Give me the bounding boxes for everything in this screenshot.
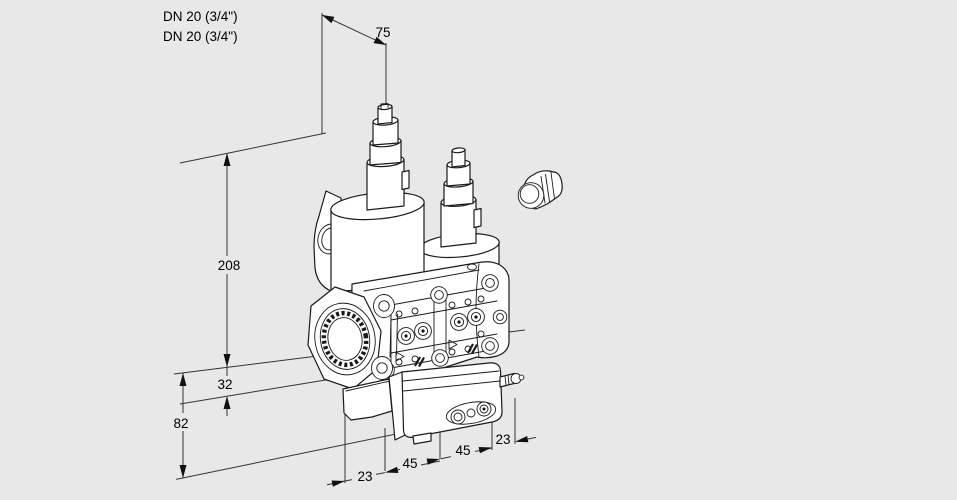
dim-23-right-group: 23 (495, 432, 537, 447)
dim-45-left-group: 45 (385, 456, 441, 473)
inlet-flange (307, 286, 398, 390)
pressure-switch-unit (388, 362, 525, 445)
flow-arrow-mark-left (395, 351, 405, 362)
dim-23-right-label: 23 (495, 432, 510, 447)
dim-45-right-group: 45 (440, 443, 493, 460)
dim-45-left-label: 45 (402, 456, 417, 471)
test-nipple (499, 372, 525, 388)
label-mark-right (467, 343, 478, 355)
valve-body (350, 261, 510, 391)
solenoid-coil-left (330, 103, 425, 293)
dim-23-left-label: 23 (357, 469, 372, 484)
dim-32-label: 32 (217, 377, 232, 392)
flow-arrow-mark-right (448, 339, 458, 350)
dim-208-group: 208 (218, 153, 241, 367)
dim-45-right-label: 45 (455, 443, 470, 458)
indicator-recess (445, 401, 497, 425)
cable-gland (517, 170, 563, 210)
dim-208-label: 208 (218, 258, 241, 273)
thread-hatching (321, 310, 369, 368)
dimension-lines-layer: 75 208 32 82 (163, 9, 537, 487)
dim-75-label: 75 (375, 25, 390, 40)
dim-82-group: 82 (173, 373, 189, 478)
dim-75-group: 75 (321, 13, 391, 134)
adjustment-tower-left (366, 103, 410, 211)
extension-line-top (179, 132, 327, 164)
extension-line-baseline (175, 427, 426, 480)
label-mark-left (414, 356, 425, 368)
port-size-label-1: DN 20 (3/4") (163, 9, 238, 24)
adjustment-tower-right (440, 147, 482, 248)
body-port-plugs (397, 308, 485, 345)
dim-82-label: 82 (173, 416, 188, 431)
dim-32-group: 32 (217, 367, 233, 416)
port-size-label-2: DN 20 (3/4") (163, 29, 238, 44)
dim-23-left-group: 23 (326, 469, 386, 487)
